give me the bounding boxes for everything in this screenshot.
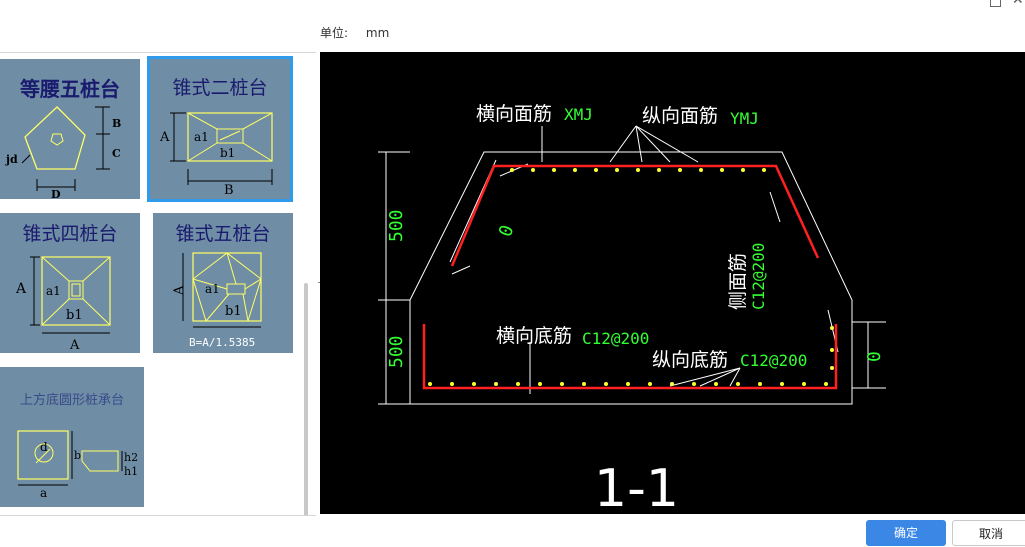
rebar-dot bbox=[657, 168, 661, 172]
top-longitudinal-label: 纵向面筋 bbox=[642, 105, 718, 127]
tile-title: 锥式四桩台 bbox=[22, 223, 118, 245]
rebar-dot bbox=[560, 382, 564, 386]
cancel-button[interactable]: 取消 bbox=[952, 520, 1025, 546]
unit-label: 单位: bbox=[320, 26, 349, 40]
tile-cone-five-pile[interactable]: 锥式五桩台 A a1 b1 B=A/1.5385 bbox=[153, 213, 293, 353]
top-transverse-label: 横向面筋 bbox=[476, 103, 552, 125]
rebar-dot bbox=[615, 168, 619, 172]
section-drawing: 横向面筋 XMJ 纵向面筋 YMJ 横向底筋 C12@200 纵向底筋 C12@… bbox=[378, 103, 886, 514]
rebar-dot bbox=[758, 382, 762, 386]
rebar-dot bbox=[516, 382, 520, 386]
dim-jd-label: jd bbox=[5, 153, 18, 166]
cone-five-pile-figure: A a1 b1 B=A/1.5385 bbox=[172, 252, 262, 349]
dim-d-label: D bbox=[51, 188, 61, 199]
rebar-dot bbox=[450, 382, 454, 386]
slope-dim-label: 0 bbox=[495, 222, 518, 239]
gallery-scrollbar[interactable] bbox=[304, 283, 308, 515]
tile-title: 锥式二桩台 bbox=[172, 77, 268, 99]
rebar-dot bbox=[510, 168, 514, 172]
rebar-dot bbox=[699, 168, 703, 172]
rebar-dot bbox=[552, 168, 556, 172]
rebar-dot bbox=[531, 168, 535, 172]
dim-b1-label: b1 bbox=[220, 146, 235, 160]
formula-label: B=A/1.5385 bbox=[189, 336, 255, 349]
rebar-dot bbox=[741, 168, 745, 172]
close-icon[interactable]: ✕ bbox=[1012, 0, 1024, 8]
tile-title: 等腰五桩台 bbox=[20, 77, 120, 101]
rebar-dot bbox=[648, 382, 652, 386]
rebar-dot bbox=[494, 382, 498, 386]
round-top-pile-cap-figure: d b a h2 h1 bbox=[17, 430, 138, 500]
cone-four-pile-figure: A a1 b1 A bbox=[15, 256, 111, 353]
rebar-dot bbox=[802, 382, 806, 386]
tile-round-top-pile-cap[interactable]: 上方底圆形桩承台 d b a h2 h1 bbox=[0, 367, 144, 507]
dim-a1-label: a1 bbox=[46, 284, 61, 298]
dim-b1-label: b1 bbox=[225, 304, 242, 319]
rebar-dot bbox=[678, 168, 682, 172]
rebar-dot bbox=[830, 326, 834, 330]
section-label: 1-1 bbox=[594, 459, 679, 514]
side-rebar-code: C12@200 bbox=[749, 243, 768, 310]
ok-button[interactable]: 确定 bbox=[866, 520, 946, 546]
dim-upper-label: 500 bbox=[386, 209, 407, 242]
tile-isosceles-five-pile[interactable]: 等腰五桩台 B C jd D bbox=[0, 59, 140, 199]
cad-preview: 横向面筋 XMJ 纵向面筋 YMJ 横向底筋 C12@200 纵向底筋 C12@… bbox=[320, 52, 1025, 514]
dim-a-label: a bbox=[40, 486, 47, 500]
top-transverse-code: XMJ bbox=[564, 105, 593, 124]
dim-h2-label: h2 bbox=[124, 451, 138, 464]
dim-a-label: A bbox=[172, 285, 187, 296]
cone-two-pile-figure: A a1 b1 B bbox=[159, 112, 273, 198]
bottom-longitudinal-code: C12@200 bbox=[740, 351, 807, 370]
dim-a1-label: a1 bbox=[194, 130, 209, 144]
maximize-icon[interactable] bbox=[990, 0, 1001, 7]
dim-b-label: b bbox=[74, 449, 81, 462]
dim-b-label: B bbox=[224, 183, 234, 198]
rebar-dot bbox=[830, 348, 834, 352]
dim-a-label: A bbox=[159, 130, 170, 145]
tile-title: 上方底圆形桩承台 bbox=[19, 393, 124, 408]
rebar-dot bbox=[780, 382, 784, 386]
dim-a-bottom-label: A bbox=[69, 338, 80, 353]
dim-right-label: 0 bbox=[864, 351, 885, 362]
rebar-dot bbox=[824, 382, 828, 386]
dim-b1-label: b1 bbox=[66, 308, 83, 323]
tile-cone-four-pile[interactable]: 锥式四桩台 A a1 b1 A bbox=[0, 213, 140, 353]
dim-b-label: B bbox=[112, 117, 121, 130]
bottom-transverse-code: C12@200 bbox=[582, 329, 649, 348]
rebar-dot bbox=[428, 382, 432, 386]
rebar-dot bbox=[830, 366, 834, 370]
dim-lower-label: 500 bbox=[386, 335, 407, 368]
dim-c-label: C bbox=[112, 147, 121, 160]
unit-row: 单位: mm bbox=[320, 24, 389, 41]
rebar-dot bbox=[604, 382, 608, 386]
side-rebar-label: 侧面筋 bbox=[727, 253, 749, 310]
rebar-dot bbox=[636, 168, 640, 172]
rebar-dot bbox=[692, 382, 696, 386]
rebar-dot bbox=[762, 168, 766, 172]
rebar-dot bbox=[472, 382, 476, 386]
rebar-dot bbox=[538, 382, 542, 386]
dim-d-label: d bbox=[40, 440, 48, 454]
unit-value: mm bbox=[365, 26, 390, 40]
bottom-longitudinal-label: 纵向底筋 bbox=[652, 349, 728, 371]
rebar-dot bbox=[720, 168, 724, 172]
dim-h1-label: h1 bbox=[124, 465, 138, 478]
bottom-transverse-label: 横向底筋 bbox=[496, 325, 572, 347]
tile-cone-two-pile[interactable]: 锥式二桩台 A a1 b1 B bbox=[147, 56, 293, 202]
rebar-dot bbox=[714, 382, 718, 386]
tile-title: 锥式五桩台 bbox=[175, 223, 271, 245]
rebar-dot bbox=[626, 382, 630, 386]
rebar-dot bbox=[594, 168, 598, 172]
top-longitudinal-code: YMJ bbox=[730, 109, 759, 128]
rebar-dot bbox=[582, 382, 586, 386]
pile-cap-gallery: 等腰五桩台 B C jd D 锥式二桩台 bbox=[0, 52, 316, 516]
rebar-dot bbox=[736, 382, 740, 386]
rebar-dot bbox=[573, 168, 577, 172]
dim-a1-label: a1 bbox=[205, 282, 220, 296]
rebar-dot bbox=[670, 382, 674, 386]
dim-a-label: A bbox=[15, 281, 27, 297]
isosceles-five-pile-figure: B C jd D bbox=[5, 106, 121, 199]
